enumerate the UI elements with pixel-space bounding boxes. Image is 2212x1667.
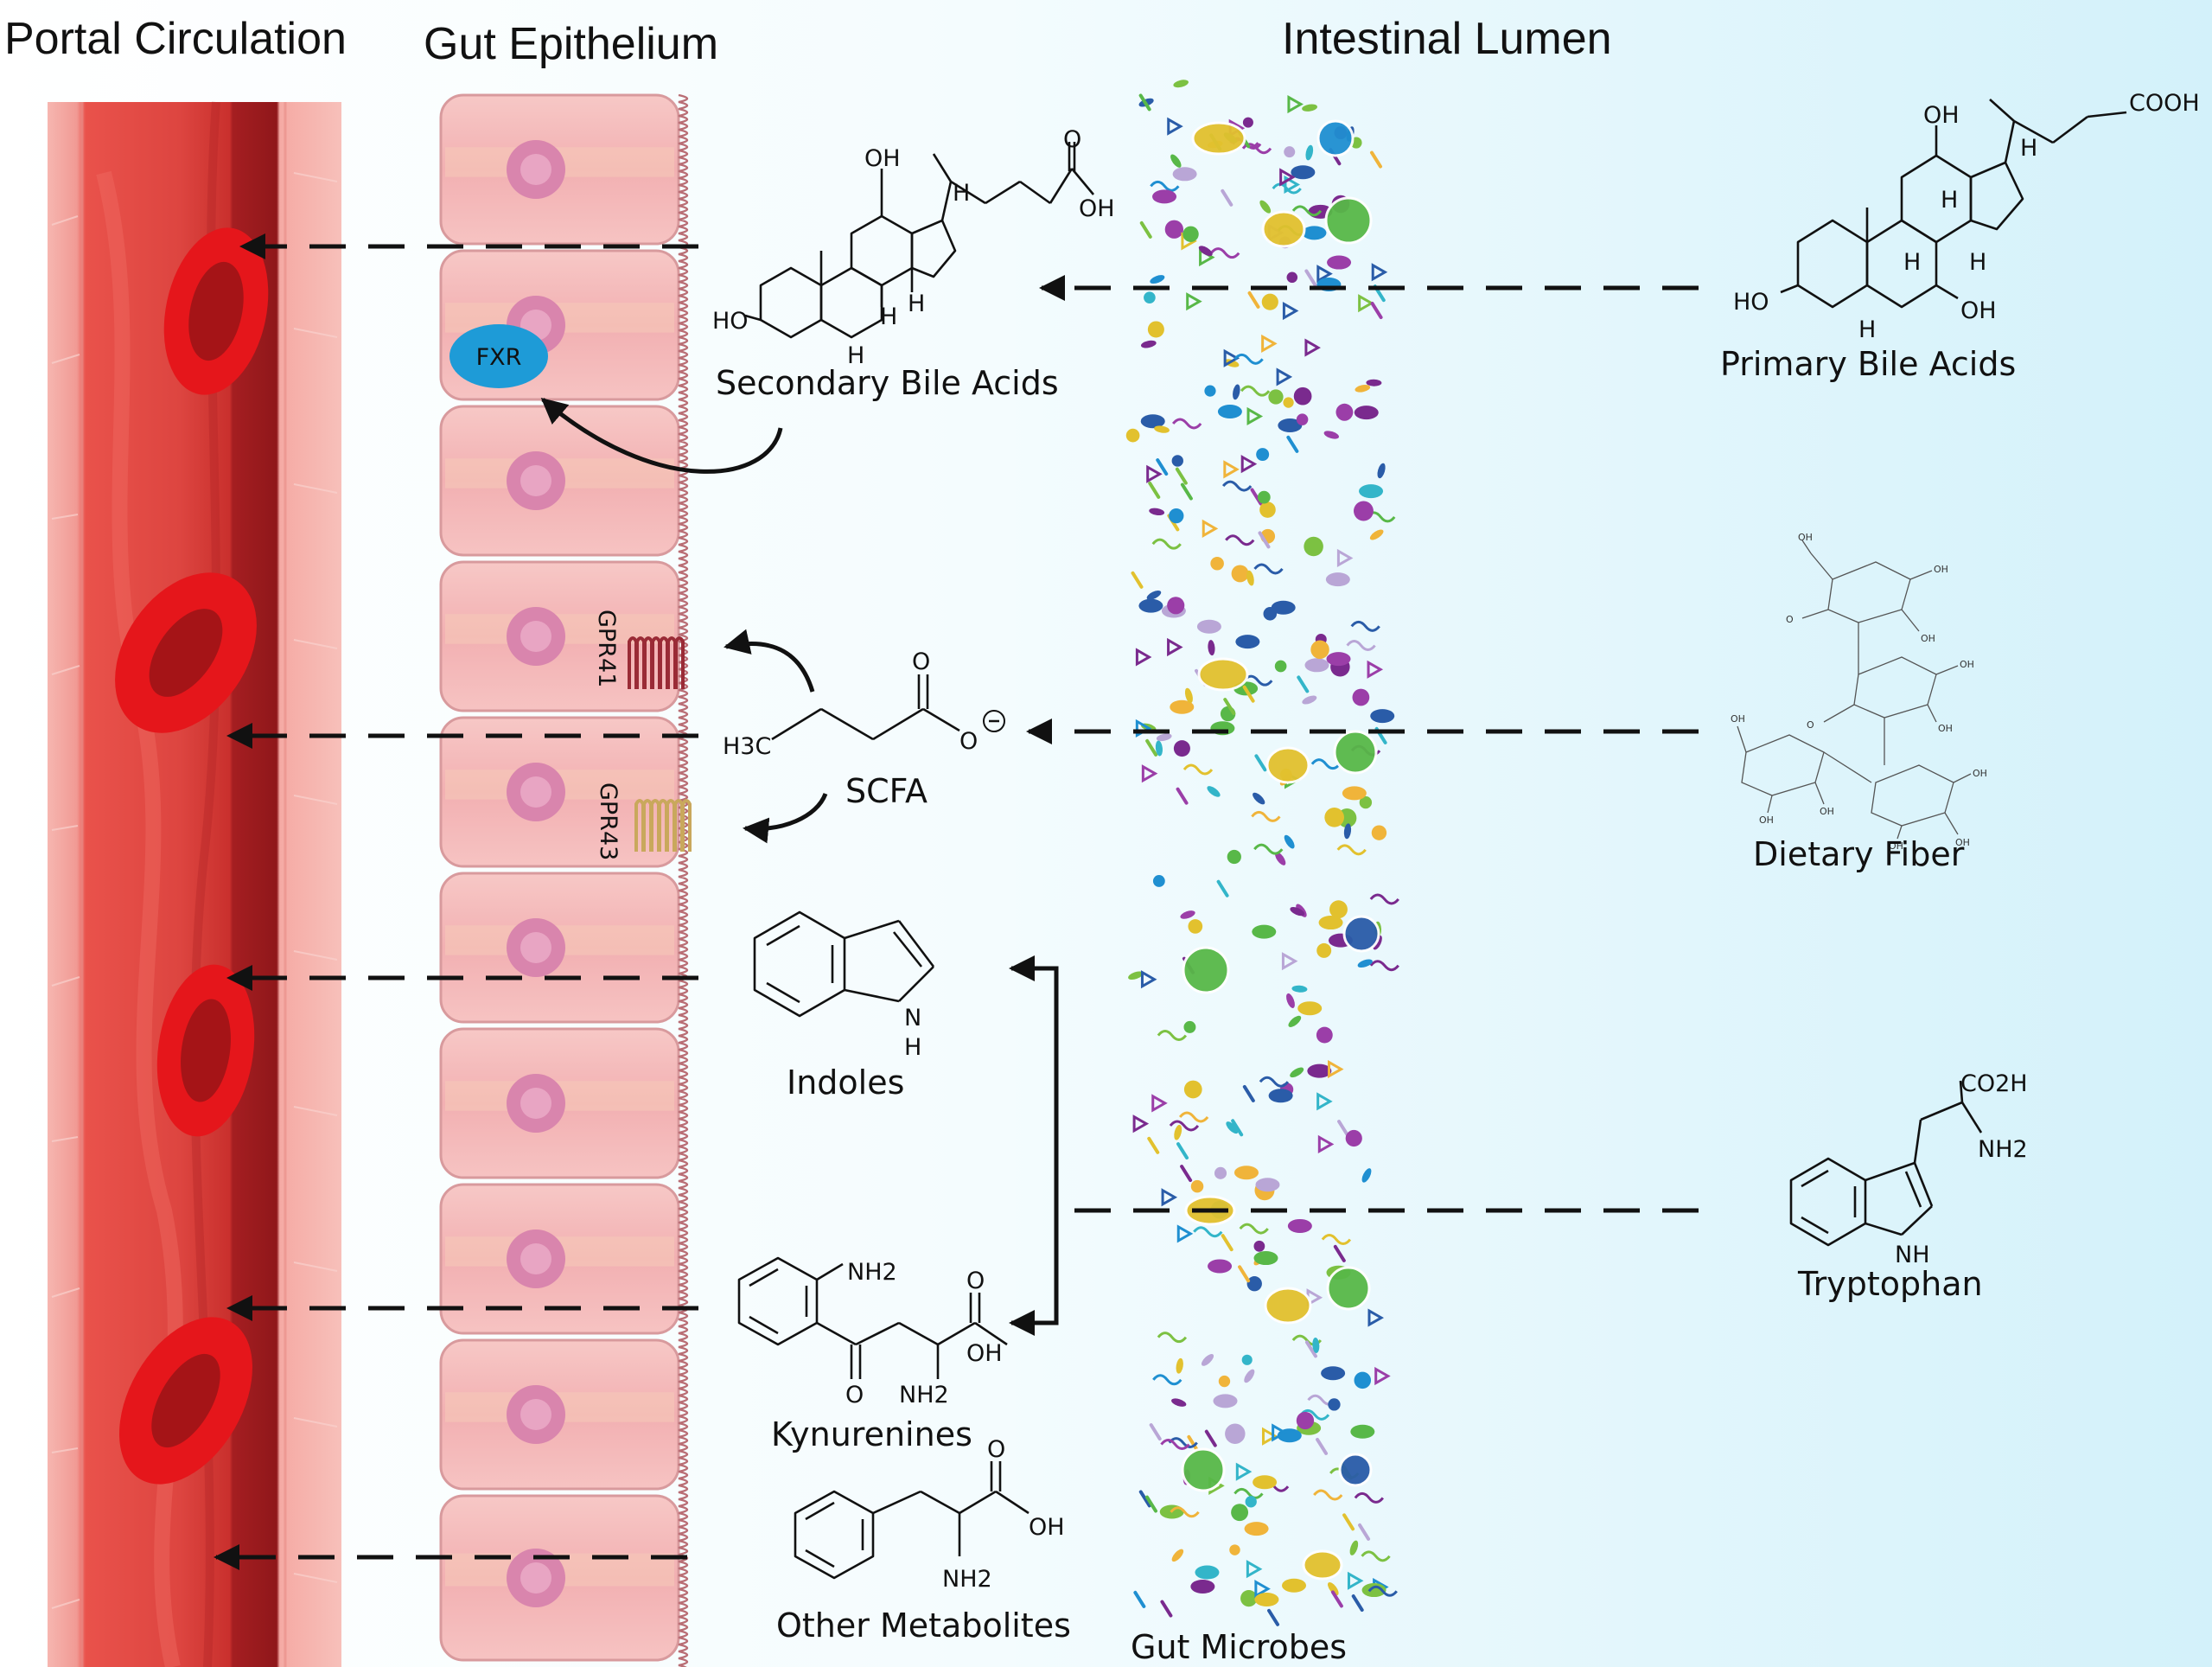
label-secondary-bile-acids: Secondary Bile Acids — [716, 364, 1059, 402]
arrow-to-indoles — [1009, 955, 1059, 1210]
red-blood-cell — [119, 1317, 252, 1485]
svg-text:OH: OH — [1960, 297, 1997, 324]
svg-text:H: H — [1969, 249, 1986, 276]
svg-text:H: H — [904, 1034, 921, 1061]
svg-text:O: O — [959, 728, 978, 755]
epithelial-cell — [439, 560, 680, 712]
svg-text:N: N — [904, 1005, 921, 1031]
other-metabolite-structure: O OH NH2 — [794, 1436, 1065, 1593]
epithelial-cell-column — [439, 93, 680, 1662]
arrow-scfa-to-gpr43 — [743, 792, 828, 844]
svg-text:H: H — [953, 180, 970, 207]
epithelial-cell — [439, 93, 680, 246]
label-indoles: Indoles — [787, 1063, 904, 1102]
svg-text:H: H — [847, 342, 864, 369]
gpr43-receptor: GPR43 — [595, 782, 692, 860]
svg-text:OH: OH — [1759, 814, 1774, 826]
svg-text:H3C: H3C — [723, 733, 771, 760]
svg-text:H: H — [1941, 187, 1958, 214]
svg-text:NH: NH — [1895, 1242, 1930, 1268]
svg-text:O: O — [845, 1382, 864, 1408]
indole-structure: N H — [753, 910, 935, 1061]
dashed-arrows — [214, 233, 1699, 1570]
primary-bile-acid-structure: COOH OH HO OH H H H H H — [1733, 90, 2200, 343]
svg-text:OH: OH — [1820, 806, 1834, 817]
label-other-metabolites: Other Metabolites — [776, 1606, 1071, 1645]
epithelial-cell — [439, 405, 680, 557]
svg-text:OH: OH — [966, 1340, 1003, 1367]
svg-text:OH: OH — [1960, 659, 1974, 670]
svg-text:OH: OH — [1798, 532, 1813, 543]
svg-text:OH: OH — [1921, 633, 1935, 644]
label-scfa: SCFA — [845, 772, 928, 810]
kynurenine-structure: NH2 O NH2 O OH — [737, 1256, 1008, 1408]
secondary-bile-acid-structure: HO OH O OH H H H H — [712, 126, 1115, 369]
epithelial-cell — [439, 1027, 680, 1179]
svg-text:OH: OH — [1889, 840, 1903, 852]
gpr41-receptor: GPR41 — [593, 610, 685, 689]
svg-text:NH2: NH2 — [899, 1382, 949, 1408]
svg-text:OH: OH — [1955, 837, 1970, 848]
svg-text:O: O — [987, 1436, 1005, 1463]
svg-text:O: O — [912, 648, 930, 675]
scfa-structure: H3C O O — [723, 648, 1005, 760]
svg-text:COOH: COOH — [2129, 90, 2200, 117]
fxr-label: FXR — [476, 344, 522, 371]
dietary-fiber-structure: OH O OH OH OH OH O OH OH OH OH OH OH — [1731, 532, 1987, 852]
gpr43-label: GPR43 — [595, 782, 622, 860]
epithelial-cell — [439, 1183, 680, 1335]
svg-text:HO: HO — [712, 308, 749, 335]
fxr-receptor: FXR — [449, 324, 548, 388]
label-primary-bile-acids: Primary Bile Acids — [1720, 345, 2016, 383]
red-blood-cell — [163, 227, 269, 395]
header-intestinal-lumen: Intestinal Lumen — [1282, 14, 1612, 64]
svg-text:H: H — [908, 291, 925, 317]
svg-text:HO: HO — [1733, 289, 1769, 316]
svg-text:CO2H: CO2H — [1960, 1070, 2028, 1097]
header-gut-epithelium: Gut Epithelium — [424, 19, 718, 69]
microvilli-border — [678, 93, 689, 1667]
red-blood-cell — [156, 964, 255, 1137]
svg-text:OH: OH — [1029, 1514, 1065, 1541]
epithelial-cell — [439, 1494, 680, 1662]
svg-text:H: H — [1903, 249, 1921, 276]
header-portal-circulation: Portal Circulation — [4, 14, 347, 64]
arrow-scfa-to-gpr41 — [724, 629, 815, 693]
svg-text:OH: OH — [1079, 195, 1115, 222]
svg-text:NH2: NH2 — [1978, 1136, 2028, 1163]
svg-text:O: O — [966, 1268, 985, 1294]
svg-text:OH: OH — [1938, 723, 1953, 734]
epithelial-cell — [439, 872, 680, 1024]
gpr41-label: GPR41 — [593, 610, 620, 687]
svg-text:H: H — [1858, 316, 1876, 343]
red-blood-cell — [115, 572, 257, 733]
label-dietary-fiber: Dietary Fiber — [1753, 835, 1965, 873]
svg-text:OH: OH — [1973, 768, 1987, 779]
svg-text:O: O — [1786, 614, 1794, 625]
svg-text:OH: OH — [864, 145, 901, 172]
gut-microbes-band — [1125, 80, 1399, 1626]
tryptophan-branch — [1009, 955, 1059, 1336]
label-gut-microbes: Gut Microbes — [1131, 1628, 1347, 1666]
svg-text:NH2: NH2 — [942, 1566, 992, 1593]
svg-text:O: O — [1807, 719, 1814, 731]
svg-text:H: H — [880, 303, 897, 330]
svg-text:OH: OH — [1923, 102, 1960, 129]
label-kynurenines: Kynurenines — [771, 1415, 972, 1453]
svg-text:O: O — [1063, 126, 1081, 153]
svg-text:NH2: NH2 — [847, 1259, 897, 1286]
svg-text:H: H — [2020, 135, 2037, 162]
svg-text:OH: OH — [1731, 713, 1745, 725]
epithelial-cell — [439, 1338, 680, 1491]
label-tryptophan: Tryptophan — [1797, 1265, 1983, 1303]
svg-text:OH: OH — [1934, 564, 1948, 575]
arrow-bile-to-fxr — [540, 398, 783, 474]
epithelial-cell — [439, 716, 680, 868]
tryptophan-structure: CO2H NH2 NH — [1789, 1070, 2028, 1268]
arrow-to-kynurenines — [1009, 1210, 1059, 1336]
